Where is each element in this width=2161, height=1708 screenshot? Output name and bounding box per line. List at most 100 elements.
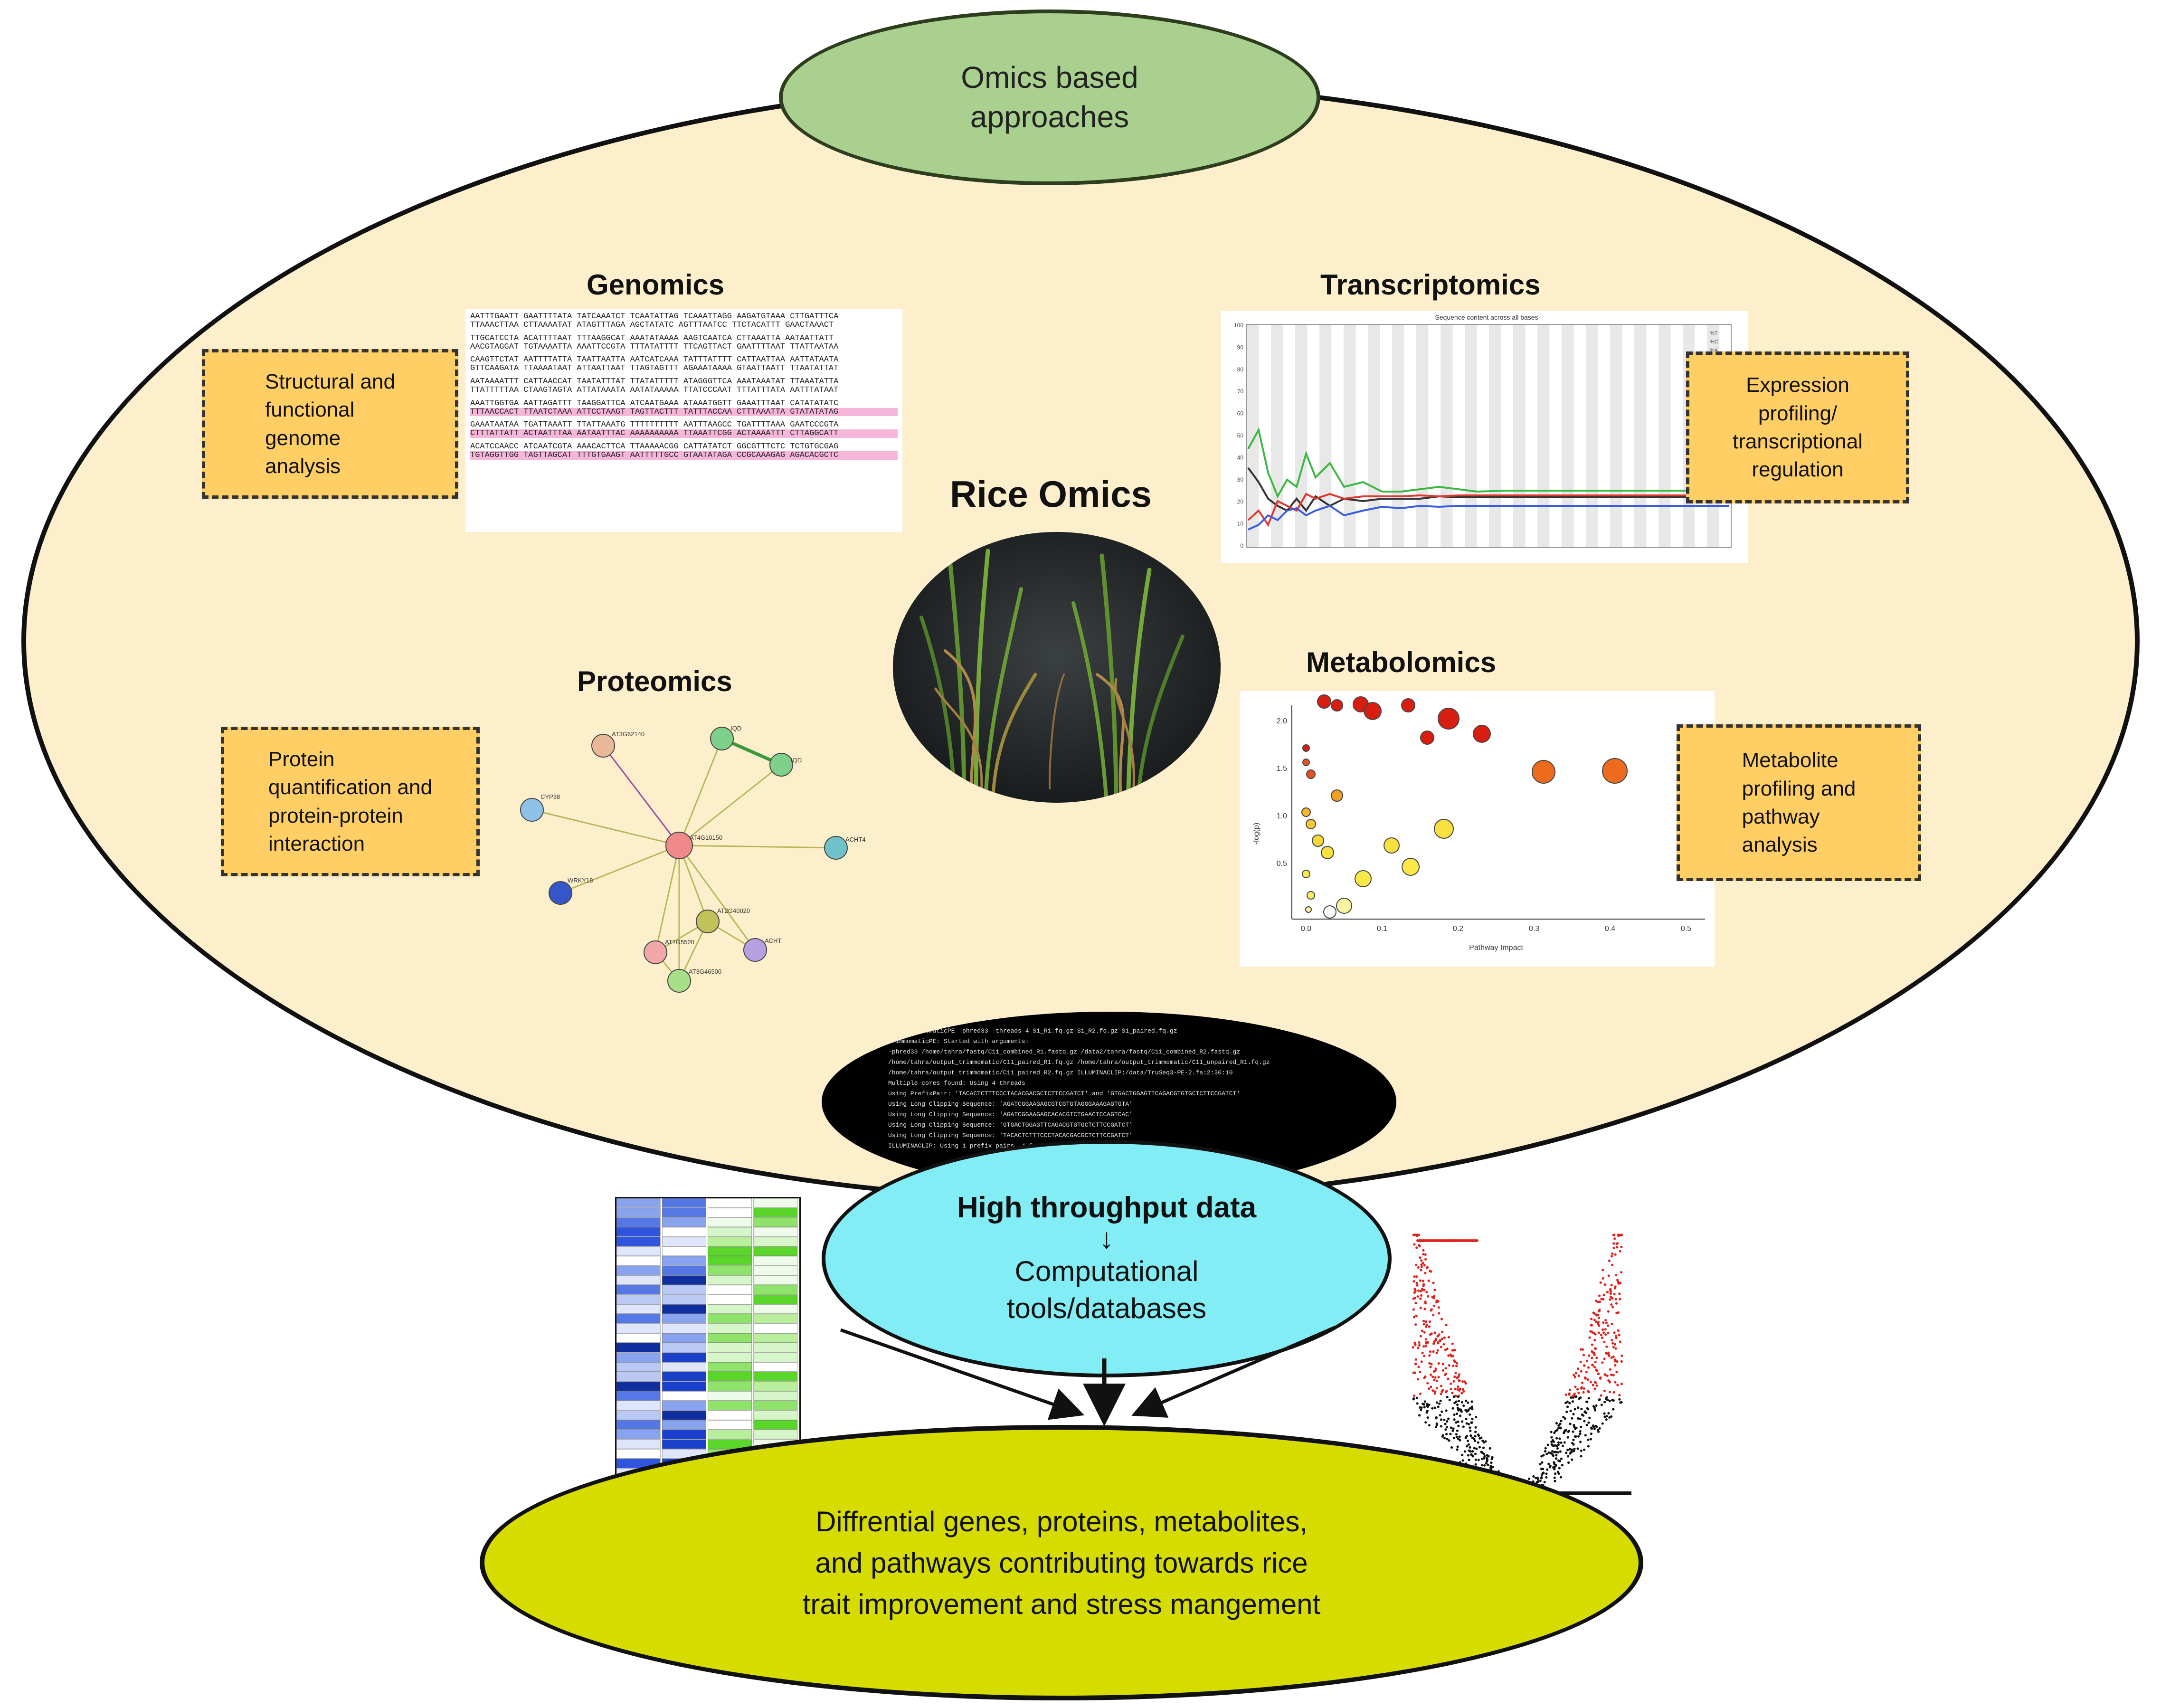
volcano-point: [1437, 1405, 1440, 1408]
rice-omics-title: Rice Omics: [950, 473, 1152, 515]
volcano-point: [1583, 1448, 1586, 1451]
volcano-point: [1414, 1323, 1417, 1326]
heatmap-cell: [662, 1198, 706, 1208]
volcano-point: [1593, 1427, 1596, 1430]
volcano-point: [1420, 1265, 1423, 1268]
volcano-point: [1419, 1256, 1422, 1259]
genomics-title: Genomics: [587, 269, 725, 301]
heatmap-cell: [708, 1256, 752, 1266]
volcano-point: [1450, 1387, 1452, 1390]
volcano-point: [1612, 1234, 1615, 1236]
volcano-point: [1611, 1252, 1614, 1255]
volcano-point: [1432, 1281, 1435, 1284]
volcano-point: [1562, 1415, 1565, 1419]
volcano-point: [1427, 1279, 1430, 1282]
volcano-point: [1423, 1406, 1426, 1409]
heatmap-cell: [616, 1439, 661, 1449]
metabolite-point: [1355, 870, 1372, 887]
volcano-point: [1607, 1412, 1610, 1415]
heatmap-cell: [616, 1323, 661, 1333]
volcano-point: [1444, 1428, 1447, 1431]
heatmap-cell: [662, 1381, 706, 1391]
volcano-point: [1444, 1423, 1447, 1425]
volcano-point: [1456, 1445, 1459, 1448]
volcano-point: [1483, 1455, 1486, 1458]
terminal-line: Multiple cores found: Using 4 threads: [888, 1080, 1025, 1087]
volcano-point: [1425, 1267, 1428, 1270]
volcano-point: [1601, 1422, 1604, 1425]
volcano-point: [1620, 1383, 1623, 1385]
volcano-point: [1433, 1378, 1436, 1382]
volcano-point: [1446, 1347, 1449, 1350]
heatmap-cell: [708, 1323, 752, 1333]
y-tick: 90: [1237, 344, 1244, 351]
volcano-point: [1615, 1243, 1618, 1245]
volcano-point: [1577, 1435, 1580, 1438]
volcano-point: [1619, 1298, 1621, 1300]
protein-node: [644, 940, 667, 964]
volcano-point: [1438, 1402, 1441, 1405]
metabolite-point: [1420, 731, 1434, 745]
volcano-point: [1429, 1373, 1432, 1376]
volcano-point: [1539, 1462, 1542, 1466]
heatmap-cell: [753, 1275, 798, 1285]
volcano-point: [1460, 1410, 1463, 1413]
volcano-point: [1458, 1435, 1461, 1438]
volcano-point: [1540, 1477, 1543, 1480]
metabolite-point: [1384, 837, 1400, 854]
volcano-point: [1605, 1396, 1608, 1399]
volcano-point: [1568, 1388, 1571, 1391]
heatmap-cell: [753, 1420, 798, 1430]
volcano-point: [1475, 1239, 1479, 1242]
genomics-box-line: analysis: [265, 454, 341, 478]
volcano-point: [1431, 1376, 1434, 1378]
volcano-point: [1439, 1399, 1442, 1402]
volcano-point: [1602, 1269, 1604, 1272]
heatmap-cell: [616, 1314, 661, 1324]
transcriptomics-title: Transcriptomics: [1320, 269, 1541, 301]
volcano-point: [1580, 1455, 1583, 1458]
heatmap-cell: [616, 1343, 661, 1353]
volcano-point: [1481, 1439, 1484, 1442]
heatmap-cell: [616, 1352, 661, 1362]
volcano-point: [1437, 1362, 1440, 1365]
volcano-point: [1479, 1437, 1481, 1440]
volcano-point: [1421, 1329, 1424, 1332]
volcano-point: [1618, 1394, 1621, 1396]
volcano-point: [1593, 1319, 1596, 1321]
outcome-line1: Diffrential genes, proteins, metabolites…: [815, 1505, 1308, 1537]
volcano-point: [1557, 1441, 1560, 1444]
volcano-point: [1473, 1447, 1476, 1450]
volcano-point: [1425, 1411, 1428, 1414]
metabolite-point: [1364, 702, 1382, 720]
heatmap-cell: [708, 1439, 752, 1449]
volcano-point: [1420, 1259, 1423, 1262]
protein-node: [696, 910, 720, 933]
dna-sequence-row: AATTTGAATT GAATTTTATA TATCAAATCT TCAATAT…: [470, 313, 839, 321]
volcano-point: [1571, 1458, 1573, 1461]
volcano-point: [1587, 1391, 1590, 1394]
volcano-point: [1612, 1399, 1615, 1402]
volcano-point: [1453, 1349, 1456, 1352]
protein-node-label: AT1G5520: [665, 939, 694, 946]
volcano-point: [1471, 1408, 1474, 1411]
volcano-point: [1607, 1324, 1610, 1327]
volcano-point: [1453, 1436, 1456, 1440]
volcano-point: [1471, 1455, 1474, 1458]
blue-trace: [1248, 504, 1729, 531]
volcano-point: [1618, 1334, 1621, 1337]
heatmap-cell: [662, 1343, 706, 1353]
volcano-point: [1440, 1346, 1442, 1348]
volcano-point: [1586, 1407, 1589, 1410]
metabolomics-title: Metabolomics: [1306, 646, 1497, 678]
volcano-point: [1605, 1321, 1608, 1324]
volcano-point: [1613, 1237, 1616, 1240]
volcano-point: [1537, 1480, 1540, 1483]
metabolite-point: [1307, 891, 1315, 900]
volcano-point: [1422, 1345, 1425, 1348]
rice-plant-photo: [893, 532, 1221, 803]
volcano-point: [1440, 1418, 1442, 1421]
volcano-point: [1415, 1246, 1418, 1249]
metabolite-point: [1301, 807, 1311, 817]
heatmap-cell: [708, 1314, 752, 1324]
